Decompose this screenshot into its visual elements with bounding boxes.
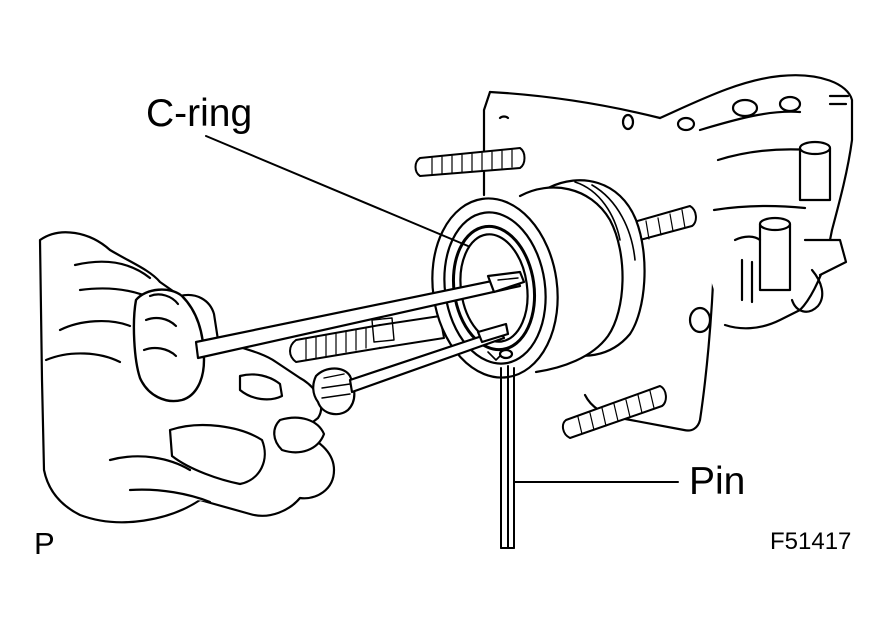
screwdriver-upper [132, 270, 526, 403]
figure-code-label: F51417 [770, 528, 852, 555]
pin-rod [500, 365, 515, 549]
pin-callout-label: Pin [689, 460, 746, 503]
corner-mark: P [34, 526, 55, 561]
c-ring-leader [205, 135, 469, 247]
screwdriver-lower [312, 322, 510, 416]
wheel-studs [289, 147, 697, 439]
leader-lines [205, 135, 679, 483]
c-ring-callout-label: C-ring [146, 92, 253, 135]
